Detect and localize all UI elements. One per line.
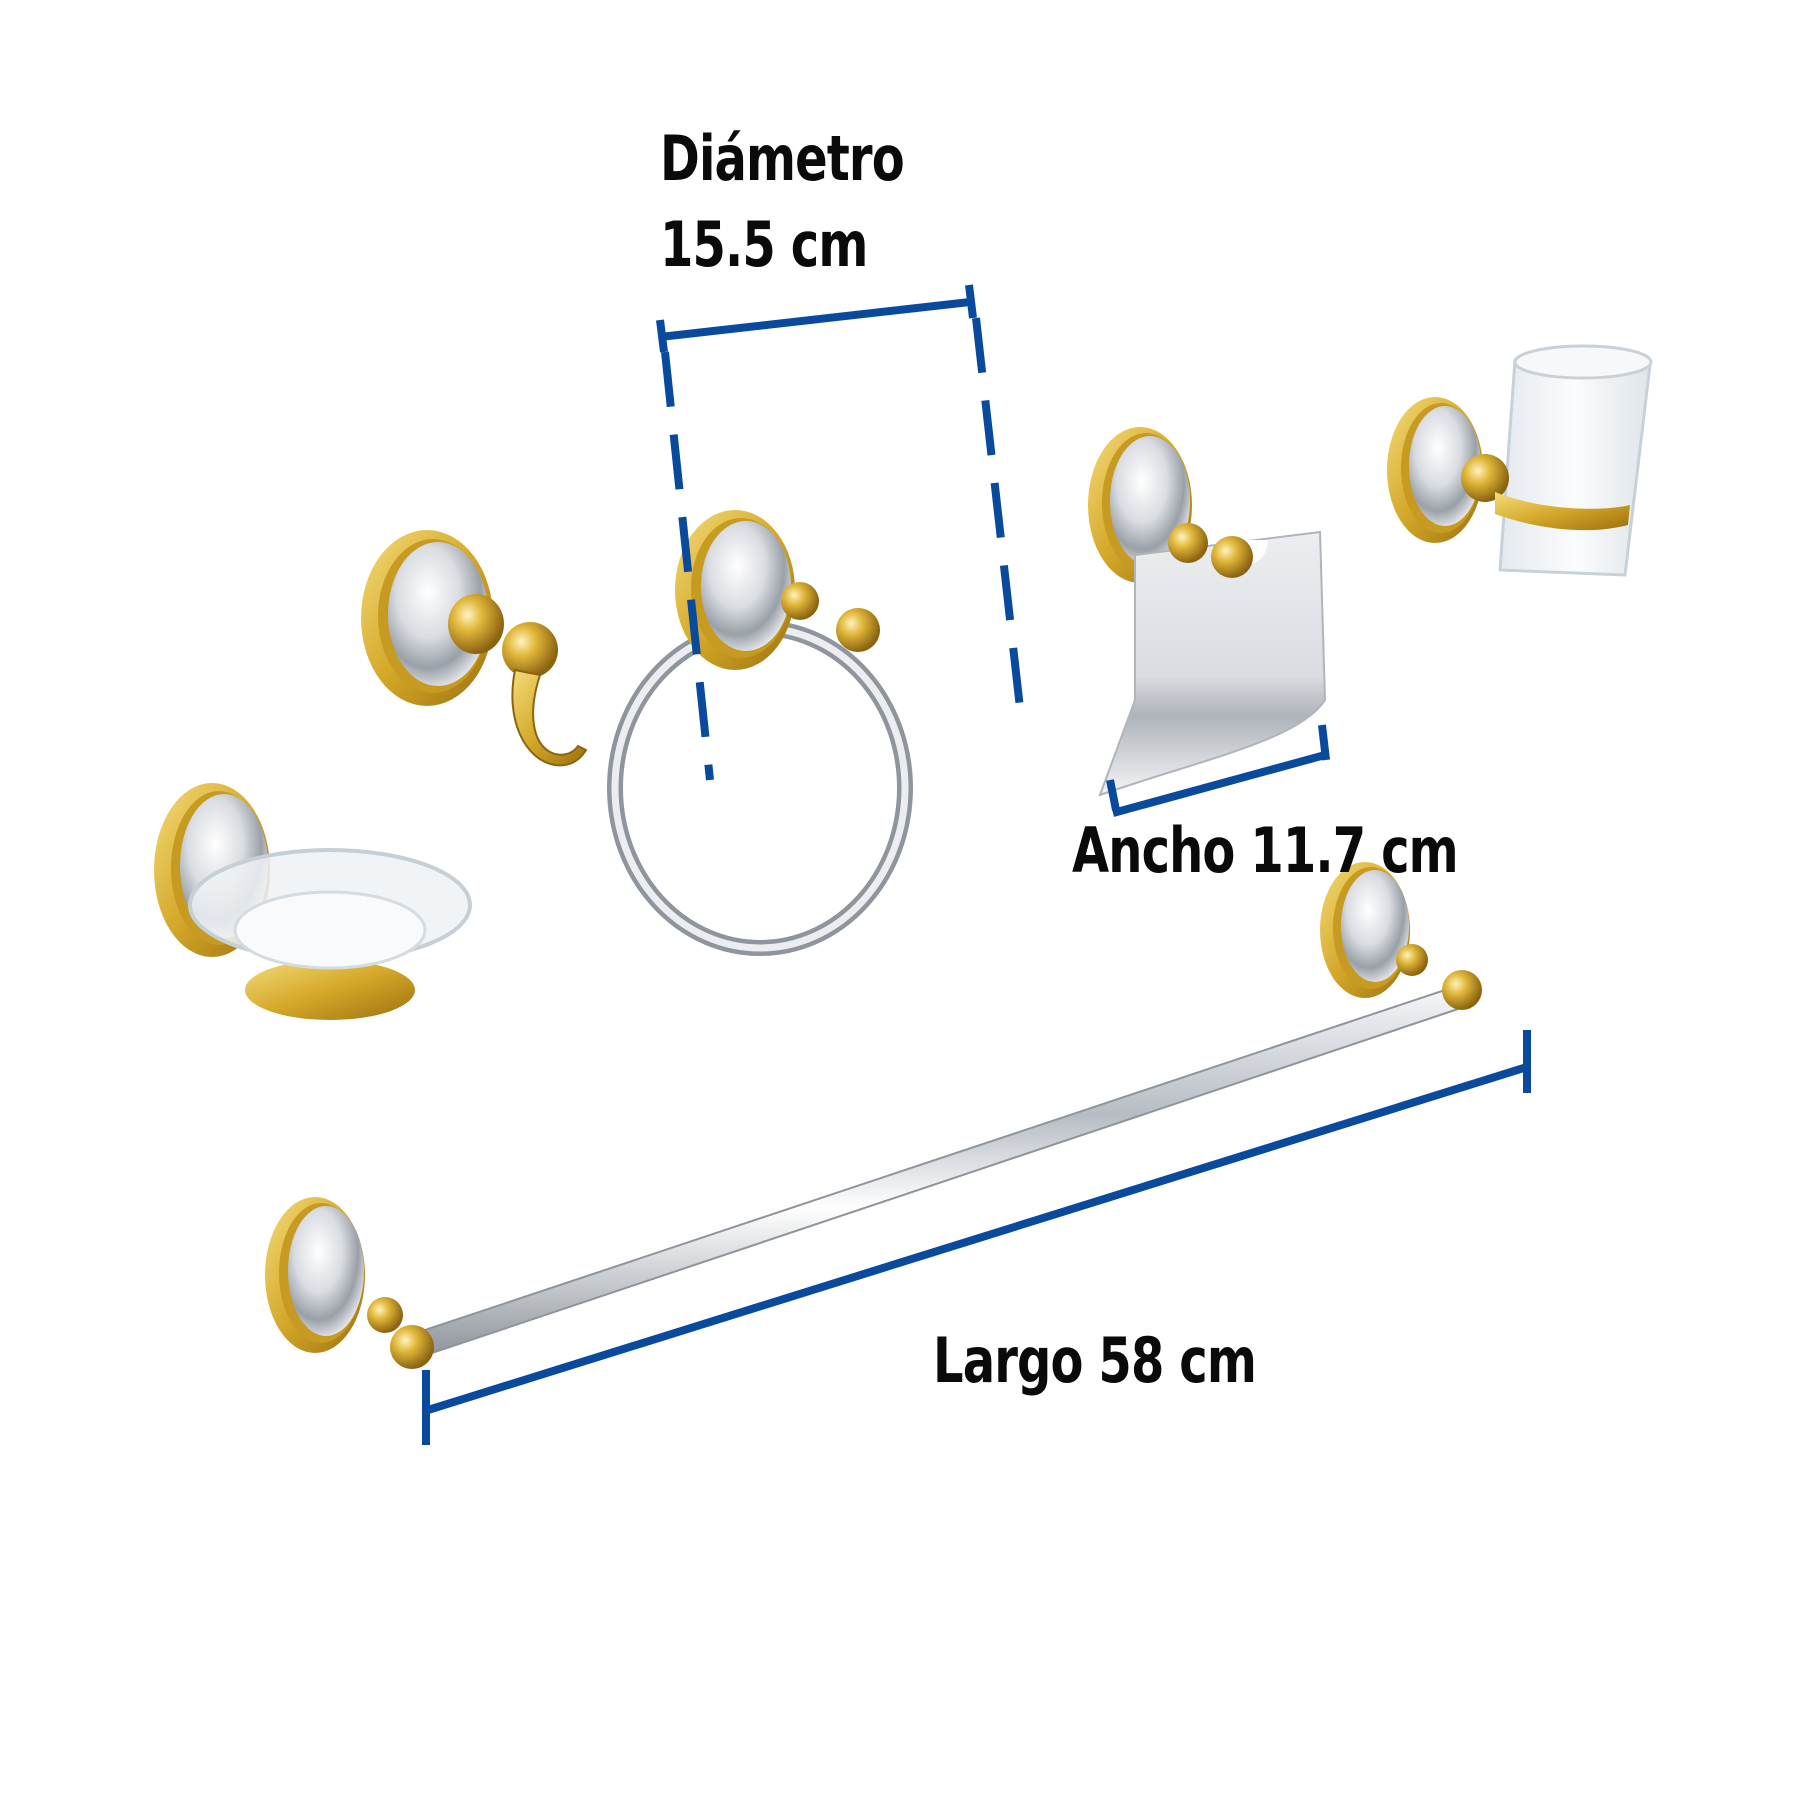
tumbler-holder xyxy=(1387,344,1653,577)
width-label: Ancho 11.7 cm xyxy=(1072,814,1459,887)
dimension-width xyxy=(1106,724,1330,817)
robe-hook xyxy=(361,530,588,767)
dimension-diameter xyxy=(656,284,1024,781)
diameter-label-title: Diámetro xyxy=(660,122,905,195)
towel-ring xyxy=(607,510,913,956)
soap-dish xyxy=(154,783,472,1020)
diameter-label-value: 15.5 cm xyxy=(660,208,868,281)
toilet-paper-holder xyxy=(1088,427,1327,797)
towel-bar xyxy=(265,862,1482,1369)
dimension-length xyxy=(422,1030,1531,1445)
diameter-label: Diámetro 15.5 cm xyxy=(660,122,905,281)
length-label: Largo 58 cm xyxy=(933,1324,1257,1397)
